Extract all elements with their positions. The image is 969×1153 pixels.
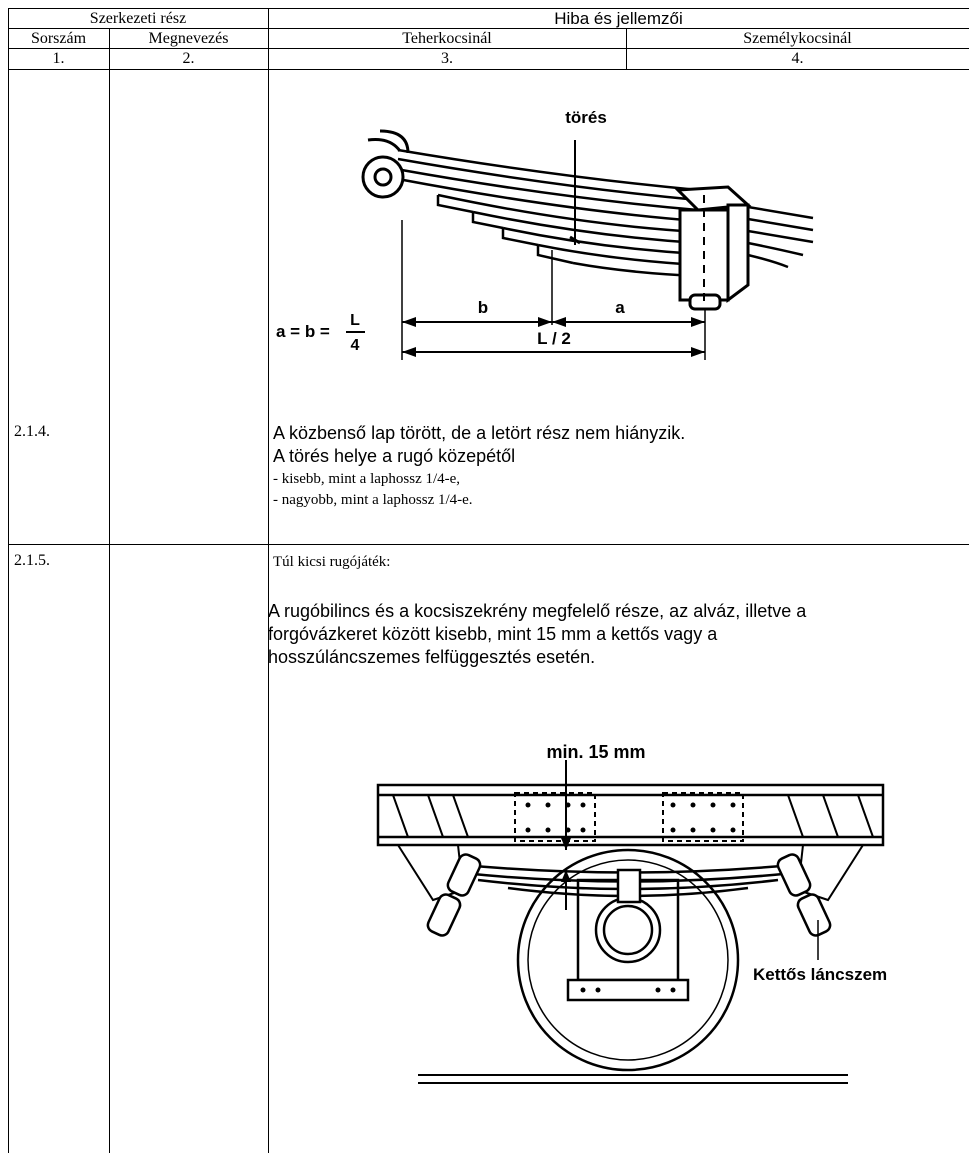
row-number-215: 2.1.5.: [14, 552, 50, 569]
leaf-spring-break-figure: törés b a L / 2 a = b = L 4: [276, 108, 814, 360]
header-number: Sorszám: [30, 30, 87, 47]
rule-col-1-2: [109, 28, 110, 1153]
rule-header-3: [8, 69, 969, 70]
label-b: b: [478, 298, 488, 317]
row-214-line-3: - kisebb, mint a laphossz 1/4-e,: [273, 471, 461, 487]
row-215-line-1: A rugóbilincs és a kocsiszekrény megfele…: [268, 601, 807, 621]
header-fault-characteristics: Hiba és jellemzői: [554, 9, 683, 28]
formula-denominator: 4: [351, 337, 360, 354]
row-215-line-3: hosszúláncszemes felfüggesztés esetén.: [268, 647, 596, 667]
label-half-length: L / 2: [537, 329, 571, 348]
formula-left: a = b =: [276, 322, 330, 341]
row-214-line-1: A közbenső lap törött, de a letört rész …: [273, 423, 686, 443]
rule-row-separator: [8, 544, 969, 545]
header-col-num-4: 4.: [791, 50, 804, 67]
header-col-num-3: 3.: [441, 50, 453, 67]
label-break: törés: [565, 108, 607, 127]
row-214-line-4: - nagyobb, mint a laphossz 1/4-e.: [273, 492, 473, 508]
header-name: Megnevezés: [148, 30, 229, 47]
suspension-figure: min. 15 mm Kettős láncszem: [376, 742, 887, 1084]
header-structural-part: Szerkezeti rész: [89, 10, 187, 27]
header-col-num-1: 1.: [52, 50, 65, 67]
rule-header-1: [8, 28, 969, 29]
rule-top: [8, 8, 969, 9]
rule-col-3-4: [626, 28, 627, 69]
row-215-title: Túl kicsi rugójáték:: [273, 554, 391, 570]
row-214-line-2: A törés helye a rugó közepétől: [273, 446, 516, 466]
header-freight-wagon: Teherkocsinál: [402, 30, 492, 47]
row-number-214: 2.1.4.: [14, 423, 50, 440]
rule-col-2-3: [268, 8, 269, 1153]
label-min-clearance: min. 15 mm: [546, 742, 645, 762]
header-col-num-2: 2.: [182, 50, 195, 67]
row-215-line-2: forgóvázkeret között kisebb, mint 15 mm …: [268, 624, 718, 644]
formula-numerator: L: [350, 312, 360, 329]
header-passenger-wagon: Személykocsinál: [743, 30, 852, 47]
rule-left: [8, 8, 9, 1153]
rule-header-2: [8, 48, 969, 49]
label-a: a: [615, 298, 625, 317]
label-double-link: Kettős láncszem: [753, 965, 887, 984]
